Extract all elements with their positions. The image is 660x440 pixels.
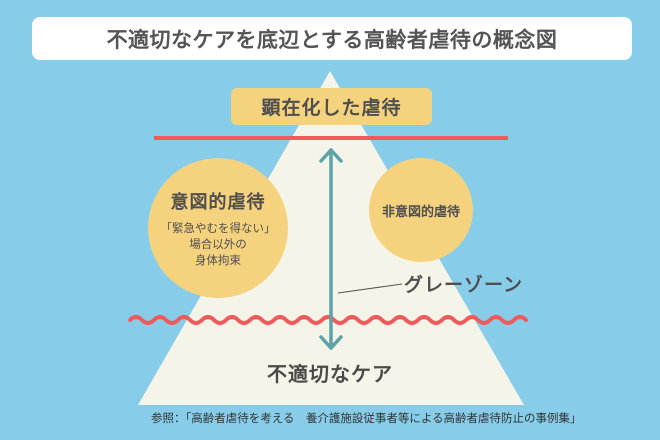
- gray-zone-label: グレーゾーン: [404, 274, 524, 296]
- intentional-abuse-heading: 意図的虐待: [170, 192, 266, 213]
- inappropriate-care-label: 不適切なケア: [267, 362, 393, 386]
- gray-zone-leader-line: [337, 283, 403, 294]
- overt-abuse-label: 顕在化した虐待: [231, 88, 432, 125]
- intentional-abuse-line-1: 「緊急やむを得ない」: [160, 221, 276, 235]
- unintentional-abuse-circle: 非意図的虐待: [369, 158, 473, 262]
- diagram-title: 不適切なケアを底辺とする高齢者虐待の概念図: [32, 17, 632, 60]
- intentional-abuse-circle: 意図的虐待 「緊急やむを得ない」 場合以外の 身体拘束: [148, 158, 288, 298]
- intentional-abuse-line-2: 場合以外の: [189, 237, 247, 251]
- intentional-abuse-line-3: 身体拘束: [195, 253, 241, 267]
- double-arrow-icon: [319, 148, 343, 350]
- wavy-boundary-line: [128, 315, 528, 325]
- unintentional-abuse-heading: 非意図的虐待: [381, 204, 460, 220]
- reference-citation: 参照：「高齢者虐待を考える 養介護施設従事者等による高齢者虐待防止の事例集」: [151, 411, 582, 425]
